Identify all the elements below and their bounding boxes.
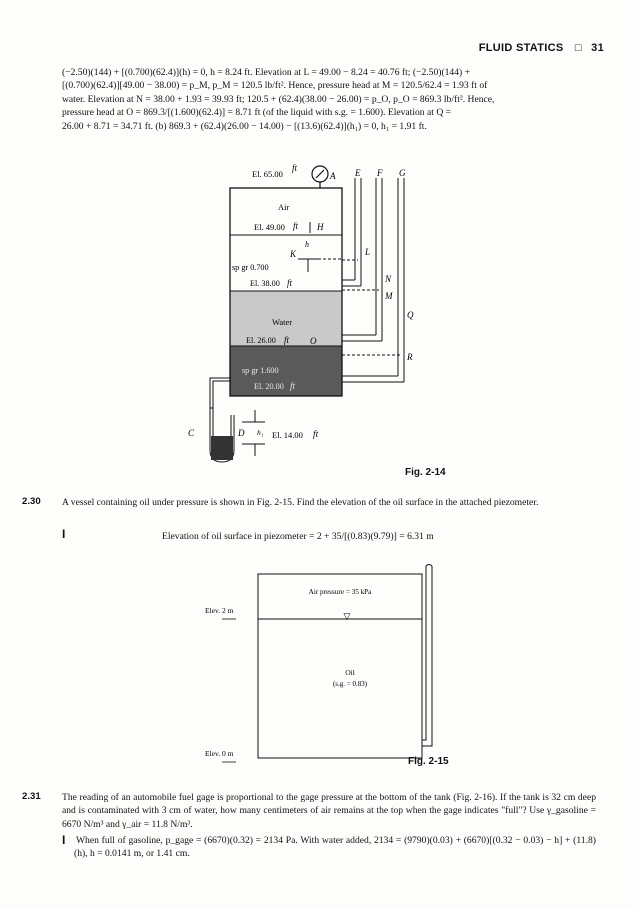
problem-number: 2.31 (22, 791, 41, 802)
el-26-unit: ft (284, 335, 290, 345)
piezometer-tube (422, 566, 433, 747)
label-H: H (316, 222, 324, 232)
solution-2-29: (−2.50)(144) + [(0.700)(62.4)](h) = 0, h… (62, 66, 596, 133)
problem-2-31-text: The reading of an automobile fuel gage i… (62, 792, 596, 830)
air-pressure-label: Air pressure = 35 kPa (309, 588, 373, 596)
el-49-unit: ft (293, 221, 299, 231)
el-14-unit: ft (313, 429, 319, 440)
figure-2-15: Air pressure = 35 kPa ▽ Elev. 2 m Oil (s… (205, 564, 433, 763)
el-38-unit: ft (287, 278, 293, 288)
label-C: C (188, 428, 195, 438)
page-number: 31 (591, 42, 604, 54)
problem-number: 2.30 (22, 496, 41, 507)
problem-2-30-answer: Elevation of oil surface in piezometer =… (162, 531, 434, 542)
label-O: O (310, 336, 317, 346)
label-L: L (364, 247, 370, 257)
label-G: G (399, 168, 406, 178)
solution-line: (−2.50)(144) + [(0.700)(62.4)](h) = 0, h… (62, 67, 471, 78)
answer-marker: I (62, 527, 66, 541)
running-header: FLUID STATICS □ 31 (0, 42, 604, 54)
figure-2-14: El. 65.00 ft A E F G L N M Q R Air El. 4… (188, 163, 414, 463)
el-20-unit: ft (290, 381, 296, 391)
el-26-label: El. 26.00 (246, 336, 276, 345)
answer-marker: I (62, 833, 66, 847)
elev-2-label: Elev. 2 m (205, 606, 234, 615)
label-M: M (384, 291, 393, 301)
label-h1: h₁ (257, 428, 264, 437)
el-14-label: El. 14.00 (272, 430, 303, 440)
free-surface-icon: ▽ (344, 611, 351, 621)
el-38-label: El. 38.00 (250, 279, 280, 288)
oil-sg-label: (s.g. = 0.83) (333, 680, 368, 688)
solution-line: [(0.700)(62.4)][49.00 − 38.00) = p_M, p_… (62, 80, 488, 92)
solution-line: pressure head at O = 869.3/[(1.600)(62.4… (62, 107, 452, 119)
water-label: Water (272, 317, 292, 327)
sp-gr-07-label: sp gr 0.700 (232, 263, 269, 272)
label-R: R (406, 352, 413, 362)
label-F: F (376, 168, 383, 178)
oil-label: Oil (345, 668, 355, 677)
label-D: D (237, 428, 245, 438)
section-title: FLUID STATICS (478, 42, 564, 54)
heavy-liquid-layer (230, 346, 342, 396)
label-N: N (384, 274, 392, 284)
label-A: A (329, 171, 336, 181)
water-layer (230, 291, 342, 346)
vessel-outline (257, 573, 423, 759)
label-E: E (354, 168, 361, 178)
label-h: h (305, 240, 309, 249)
section-box-icon: □ (574, 42, 582, 54)
manometer-connection (209, 377, 230, 409)
el-top-label: El. 65.00 (252, 169, 283, 179)
label-K: K (289, 249, 297, 259)
solution-line: water. Elevation at N = 38.00 + 1.93 = 3… (62, 93, 495, 105)
problem-2-30-text: A vessel containing oil under pressure i… (62, 497, 539, 508)
figure-2-15-caption: Fig. 2-15 (408, 756, 449, 767)
problem-2-31-answer: When full of gasoline, p_gage = (6670)(0… (74, 835, 596, 860)
label-Q: Q (407, 310, 414, 320)
sp-gr-16-label: sp gr 1.600 (242, 366, 279, 375)
figure-2-14-caption: Fig. 2-14 (405, 467, 446, 478)
u-tube-manometer (209, 408, 235, 463)
el-49-label: El. 49.00 (254, 222, 285, 232)
tank-outline (229, 187, 343, 397)
air-label: Air (278, 202, 290, 212)
elev-0-label: Elev. 0 m (205, 749, 234, 758)
gauge-needle (315, 169, 325, 179)
el-20-label: El. 20.00 (254, 382, 284, 391)
el-top-unit: ft (292, 163, 298, 173)
solution-line: 26.00 + 8.71 = 34.71 ft. (b) 869.3 + (62… (62, 120, 427, 132)
mercury-fill (211, 436, 233, 460)
piezometer-tube (425, 564, 433, 567)
